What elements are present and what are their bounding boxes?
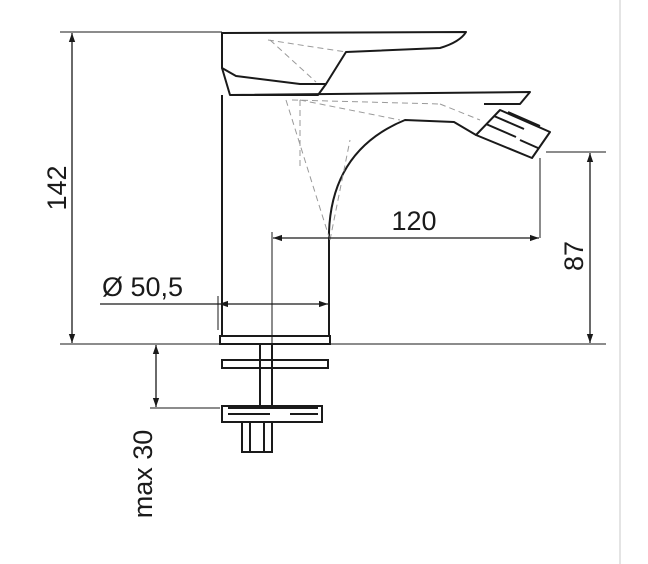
- faucet-outline: [221, 31, 551, 336]
- hidden-lines: [267, 39, 481, 241]
- dimension-142-label: 142: [42, 165, 72, 210]
- dimension-lines: [68, 33, 594, 407]
- extension-lines: [60, 31, 606, 409]
- dimension-diameter-label: Ø 50,5: [102, 272, 183, 302]
- base-ring: [219, 335, 331, 345]
- spout-underside: [328, 119, 477, 336]
- nut: [241, 421, 273, 453]
- spout-top: [229, 91, 531, 105]
- washer-top: [221, 359, 329, 369]
- mounting-hardware: [219, 335, 331, 453]
- spout-nozzle: [475, 109, 551, 159]
- dimension-120-label: 120: [391, 206, 436, 236]
- dimension-87-label: 87: [559, 241, 589, 271]
- page-border: [619, 0, 621, 564]
- dimension-max30-label: max 30: [128, 430, 158, 519]
- lever-handle: [221, 31, 467, 85]
